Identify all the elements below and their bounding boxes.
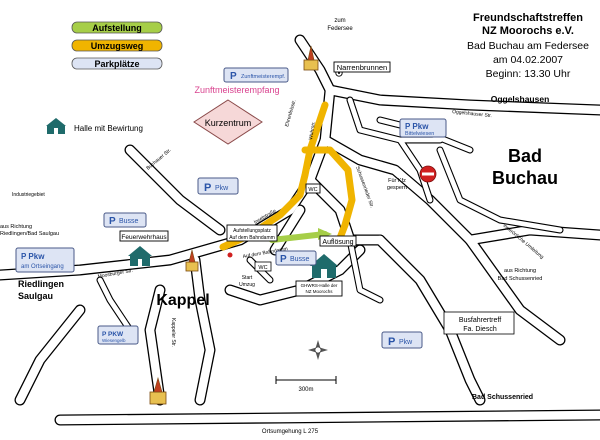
label-bad-schussenried: Bad Schussenried [472,394,533,401]
legend-aufstellung-label: Aufstellung [92,23,142,33]
svg-text:P Pkw: P Pkw [21,252,45,261]
svg-text:P Pkw: P Pkw [405,122,429,131]
svg-text:P: P [280,254,287,265]
label-kappel: Kappel [156,292,209,309]
scale-bar: 300m [275,376,337,393]
svg-text:Wiesengelb: Wiesengelb [102,338,126,343]
label-wuhrstr: Wuhrstr. [308,121,317,140]
label-zunftmeisterempfang: Zunftmeisterempfang [194,85,279,95]
label-wc: WC [308,187,317,193]
church-icon [149,376,167,405]
legend-umzugsweg-label: Umzugsweg [91,41,144,51]
label-buchauer-str: Buchauer Str. [145,147,172,171]
svg-text:Busse: Busse [290,256,310,263]
label-aus-richtung: aus Richtung [0,224,32,230]
label-riedlingen: Riedlingen [18,279,64,289]
legend-parkplaetze-swatch [71,57,163,70]
label-zum: zum [334,18,345,24]
road-network [0,34,600,426]
svg-text:P: P [204,182,211,194]
parking-bittelwiesen: P Pkw Bittelwiesen [399,118,447,138]
svg-text:Zunftmeisterempf.: Zunftmeisterempf. [241,74,286,80]
label-oggelshausen: Oggelshausen [491,94,550,104]
label-halle-2: NZ Moorochs [305,289,333,294]
svg-text:Pkw: Pkw [399,339,413,346]
kurzentrum-building: Kurzentrum [193,99,263,145]
svg-text:Busse: Busse [119,218,139,225]
parking-ortseingang: P Pkw am Ortseingang [15,247,75,273]
parking-busse-kappel: P Busse [103,212,147,228]
label-ortsumgehung: Ortsumgehung L 275 [262,429,319,435]
hall-building-icon [46,118,66,134]
title-line-5: Beginn: 13.30 Uhr [486,68,571,80]
church-icon [303,45,319,71]
label-halle-1: GHWRS-Halle der [301,283,338,288]
label-kappeler-str: Kappeler Str. [170,318,176,347]
legend-halle-label: Halle mit Bewirtung [74,124,143,133]
label-fa-diesch: Fa. Diesch [463,326,497,333]
parking-busse-halle: P Busse [275,250,317,266]
svg-text:P: P [230,71,237,82]
parking-zunftmeisterempfang: P Zunftmeisterempf. [223,67,289,83]
label-busfahrertreff: Busfahrertreff [459,317,501,324]
label-buchau: Buchau [492,168,558,188]
legend: Aufstellung Umzugsweg Parkplätze Halle m… [46,21,163,134]
title-block: Freundschaftstreffen NZ Moorochs e.V. Ba… [467,12,589,80]
label-saulgau: Saulgau [18,291,53,301]
title-line-4: am 04.02.2007 [493,54,563,66]
hall-building-icon [128,246,152,266]
label-fuer-kfz: Für Kfz [388,178,406,184]
no-entry-sign-icon [419,165,437,183]
label-aufstellungsplatz: Aufstellungsplatz [233,228,271,234]
label-federsee: Federsee [327,26,353,32]
label-aufloesung: Auflösung [322,239,353,246]
parking-signs: P Zunftmeisterempf. P Pkw Bittelwiesen P… [15,67,447,349]
label-bad-schussenried-from: Bad Schussenried [498,276,543,282]
label-industriegebiet: Industriegebiet [12,192,45,198]
parking-pkw-east: P Pkw [381,331,423,349]
svg-text:am Ortseingang: am Ortseingang [21,264,64,270]
parking-wiesengelb: P PKW Wiesengelb [97,325,139,345]
label-scale: 300m [298,387,313,393]
church-icon [185,249,199,272]
legend-aufstellung-swatch [71,21,163,34]
title-line-2: NZ Moorochs e.V. [482,25,574,37]
label-feuerwehrhaus: Feuerwehrhaus [121,234,167,241]
parking-pkw-kappel: P Pkw [197,177,239,195]
svg-text:P: P [109,216,116,227]
label-kurzentrum: Kurzentrum [205,118,252,128]
label-gesperrt: gesperrt [387,185,408,191]
label-bad: Bad [508,146,542,166]
label-umzug: Umzug [239,282,255,288]
svg-text:WC: WC [258,265,267,271]
svg-text:Pkw: Pkw [215,185,229,192]
legend-parkplaetze-label: Parkplätze [94,59,139,69]
svg-text:Bittelwiesen: Bittelwiesen [405,131,434,137]
parking-wc: WC [254,261,272,272]
label-ehrenfelsstr: Ehrenfelsstr. [284,99,297,127]
label-aus-richtung-bs: aus Richtung [504,268,536,274]
title-line-3: Bad Buchau am Federsee [467,40,589,52]
label-narrenbrunnen: Narrenbrunnen [337,63,387,72]
hall-building-icon [310,254,338,278]
label-start: Start [242,275,253,281]
label-auf-dem-bahndamm: Auf dem Bahndamm [229,235,275,241]
svg-text:P PKW: P PKW [102,331,124,338]
label-riedlingen-bad-saulgau: Riedlingen/Bad Saulgau [0,231,59,237]
legend-umzugsweg-swatch [71,39,163,52]
label-schussenrieder-str: Schussenrieder Str. [354,166,375,209]
svg-text:P: P [388,336,395,348]
compass-rose-icon [308,340,328,360]
label-oggelshauser-str: Oggelshauser Str. [452,109,492,119]
title-line-1: Freundschaftstreffen [473,12,583,24]
start-marker-icon [227,252,233,258]
